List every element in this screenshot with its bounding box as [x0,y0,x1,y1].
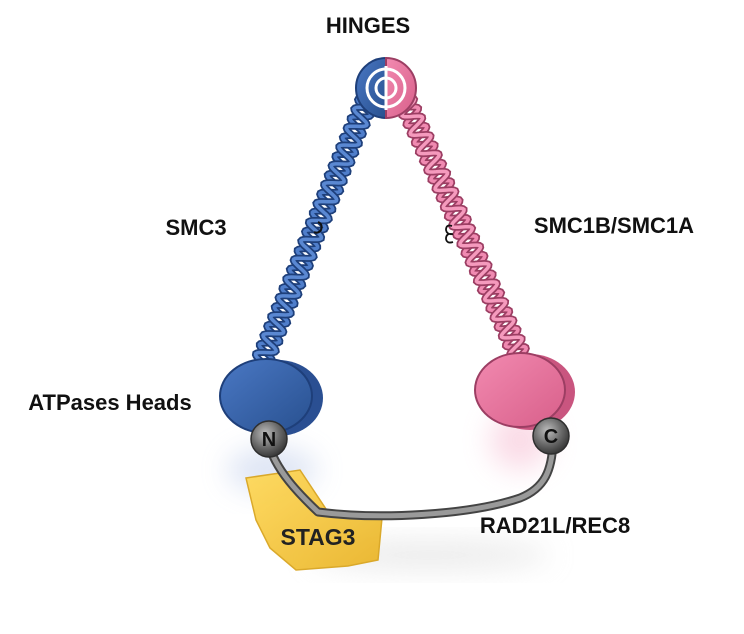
stag3-label: STAG3 [281,524,356,550]
atpases-heads-label: ATPases Heads [28,390,191,415]
n-terminus-label: N [262,429,276,451]
c-terminus-label: C [544,426,558,448]
smc3-kink [313,221,323,234]
n-terminus-ball: N [250,420,288,458]
smc1-label: SMC1B/SMC1A [534,213,694,238]
hinge-domain [355,56,417,120]
stag3-subunit [245,469,383,571]
hinge-pink-half [385,56,417,120]
smc3-label: SMC3 [165,215,226,240]
hinges-label: HINGES [326,13,410,38]
c-terminus-ball: C [532,417,570,455]
smc1-coiled-coil [394,94,530,360]
smc3-atpase-head [219,358,323,436]
smc3-coiled-coil [251,94,379,366]
kleisin-rad21l [263,437,558,521]
smc1-kink [445,224,454,244]
rad21l-rec8-label: RAD21L/REC8 [480,513,630,538]
hinge-blue-half [355,56,387,120]
smc1-atpase-head [474,352,575,430]
